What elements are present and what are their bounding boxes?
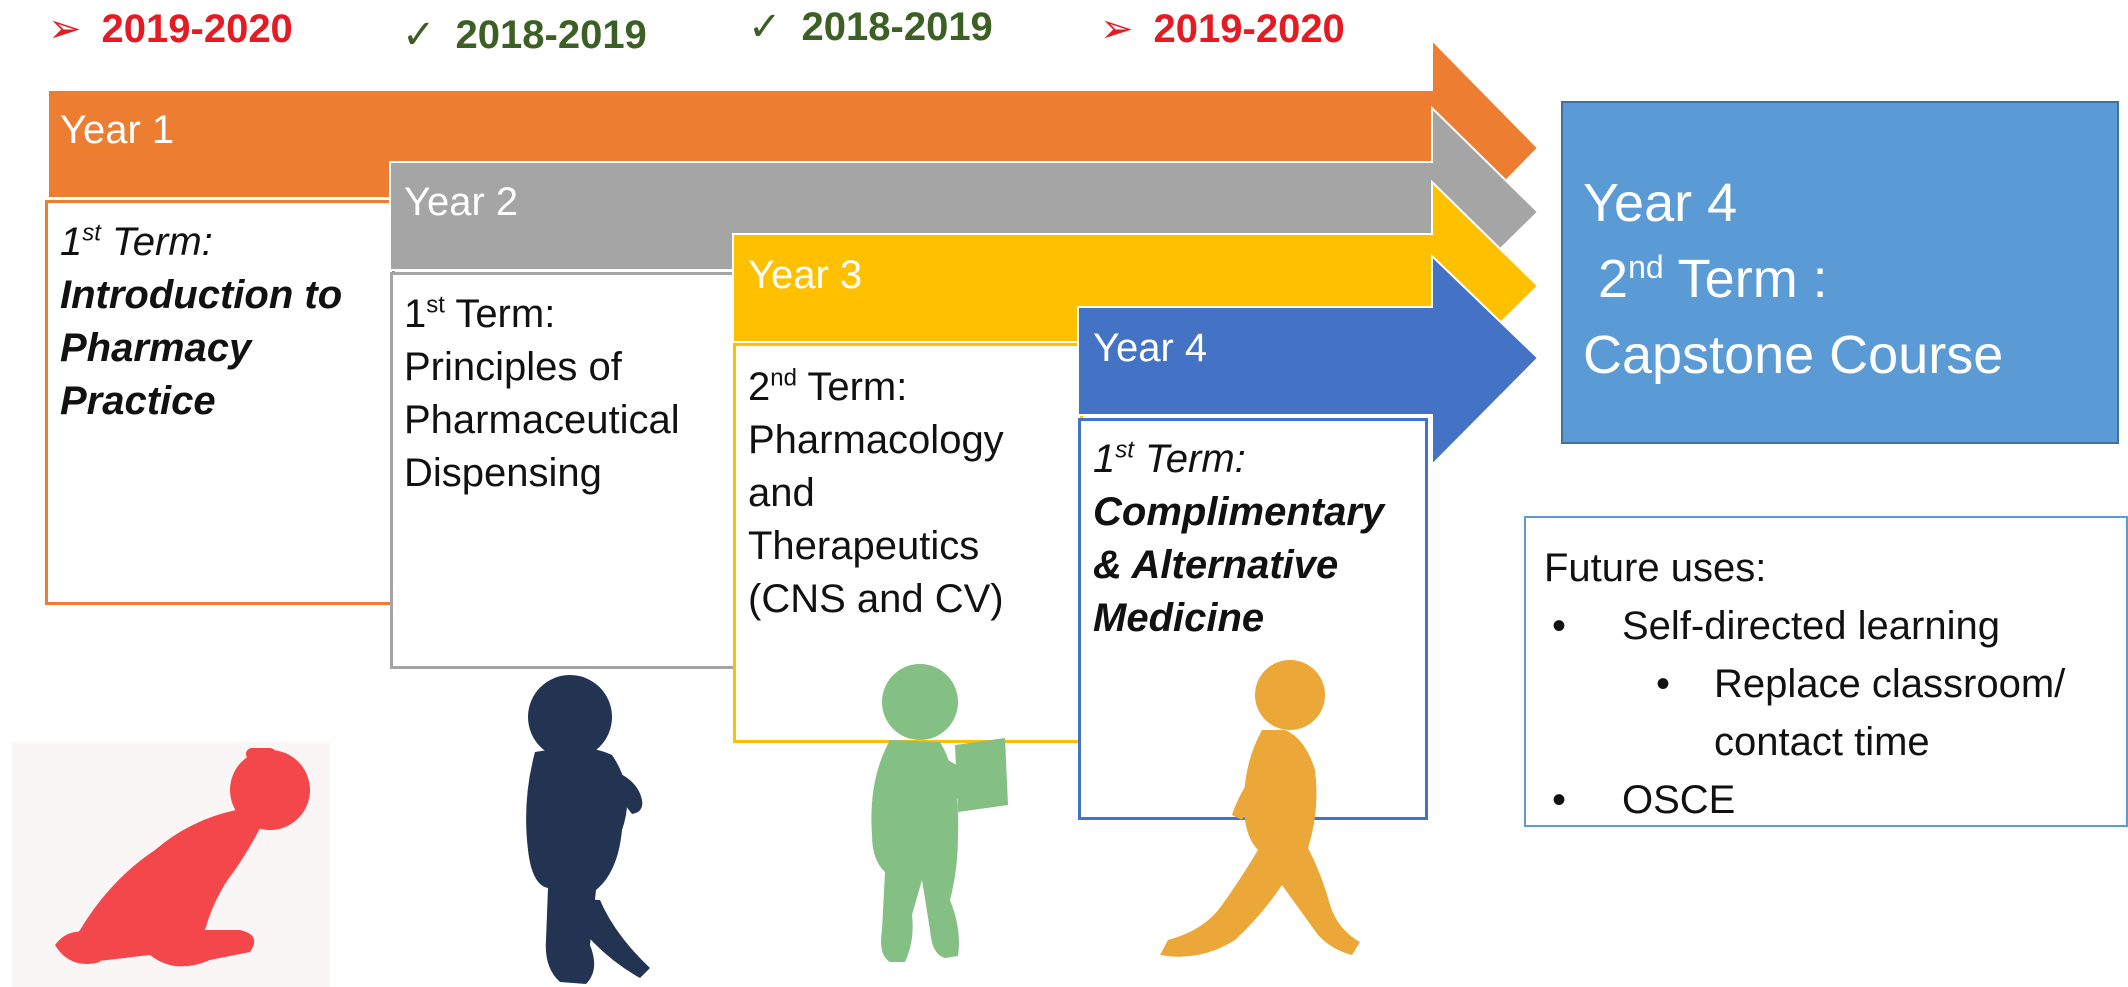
future-use-subitem: •Replace classroom/	[1656, 662, 2066, 706]
term-text-year-2: 1st Term: Principles of Pharmaceutical D…	[404, 291, 680, 495]
term-text-year-1: 1st Term: Introduction to Pharmacy Pract…	[60, 219, 343, 423]
term-box-year-2	[390, 272, 740, 669]
capstone-term: 2nd Term :	[1598, 249, 1828, 309]
child-walking-icon	[1160, 660, 1360, 957]
future-uses-box: Future uses: •Self-directed learning •Re…	[1524, 516, 2128, 827]
capstone-box: Year 4 2nd Term : Capstone Course	[1561, 101, 2119, 444]
arrow-bullet-icon: ➢	[48, 7, 82, 51]
band-label-year-4: Year 4	[1093, 326, 1208, 370]
capstone-course: Capstone Course	[1583, 325, 2004, 385]
capstone-year: Year 4	[1583, 173, 1738, 233]
future-uses-title: Future uses:	[1544, 546, 1767, 590]
arrow-bullet-icon: ➢	[1100, 7, 1134, 51]
future-use-item: •Self-directed learning	[1552, 604, 2000, 648]
term-box-year-1	[45, 200, 395, 605]
child-with-book-icon	[871, 664, 1008, 962]
toddler-walking-icon	[526, 675, 650, 984]
band-label-year-3: Year 3	[748, 253, 863, 297]
year-marker-1: ➢2019-2020	[48, 7, 293, 51]
future-use-subitem-cont: contact time	[1714, 720, 1930, 764]
year-marker-2: ✓2018-2019	[402, 13, 647, 57]
check-icon: ✓	[748, 5, 782, 49]
arrow-year-4	[1077, 253, 1540, 468]
future-use-item: •OSCE	[1552, 778, 1736, 822]
year-marker-4: ➢2019-2020	[1100, 7, 1345, 51]
band-label-year-2: Year 2	[404, 180, 519, 224]
term-text-year-3: 2nd Term: Pharmacology and Therapeutics …	[748, 364, 1004, 621]
band-label-year-1: Year 1	[60, 108, 175, 152]
check-icon: ✓	[402, 13, 436, 57]
crawling-baby-icon	[12, 742, 330, 987]
term-text-year-4: 1st Term: Complimentary & Alternative Me…	[1093, 436, 1385, 640]
year-marker-3: ✓2018-2019	[748, 5, 993, 49]
